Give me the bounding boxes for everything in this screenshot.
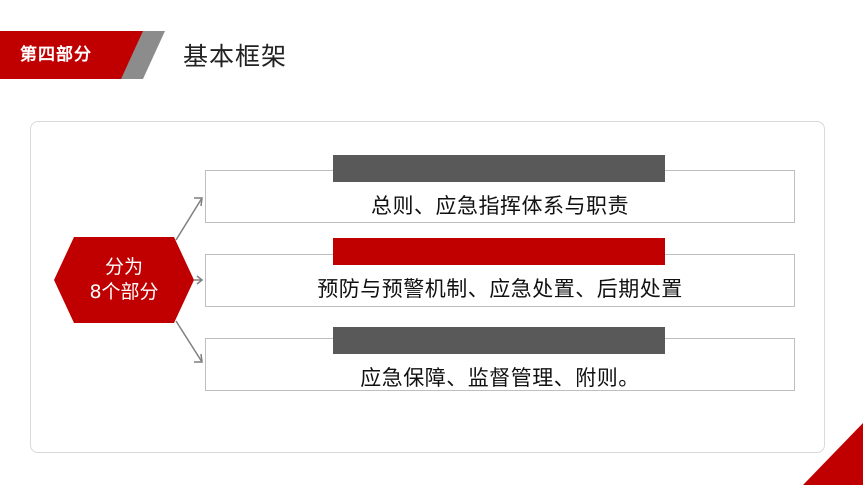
item-text-3: 应急保障、监督管理、附则。 — [360, 366, 640, 390]
hexagon-line-2: 8个部分 — [89, 281, 159, 303]
section-tag: 第四部分 — [0, 31, 165, 79]
hexagon-line-1: 分为 — [104, 256, 143, 278]
center-hexagon: 分为 8个部分 — [54, 237, 194, 323]
arrow-bottom — [175, 320, 203, 363]
content-frame — [30, 121, 825, 453]
arrowhead-top — [194, 197, 203, 207]
hexagon-text: 分为 8个部分 — [54, 237, 194, 323]
arrow-top — [175, 197, 203, 241]
item-bar-1 — [333, 155, 665, 182]
arrowhead-middle — [196, 275, 204, 285]
page-title: 基本框架 — [183, 42, 288, 71]
corner-decoration — [803, 423, 863, 485]
hexagon-shape — [54, 237, 194, 323]
item-bar-3 — [333, 327, 665, 354]
arrowhead-bottom — [194, 353, 203, 363]
section-label: 第四部分 — [20, 45, 92, 65]
section-tag-shape — [0, 31, 165, 79]
item-text-1: 总则、应急指挥体系与职责 — [371, 194, 629, 218]
item-text-2: 预防与预警机制、应急处置、后期处置 — [317, 277, 683, 301]
item-bar-2 — [333, 238, 665, 265]
